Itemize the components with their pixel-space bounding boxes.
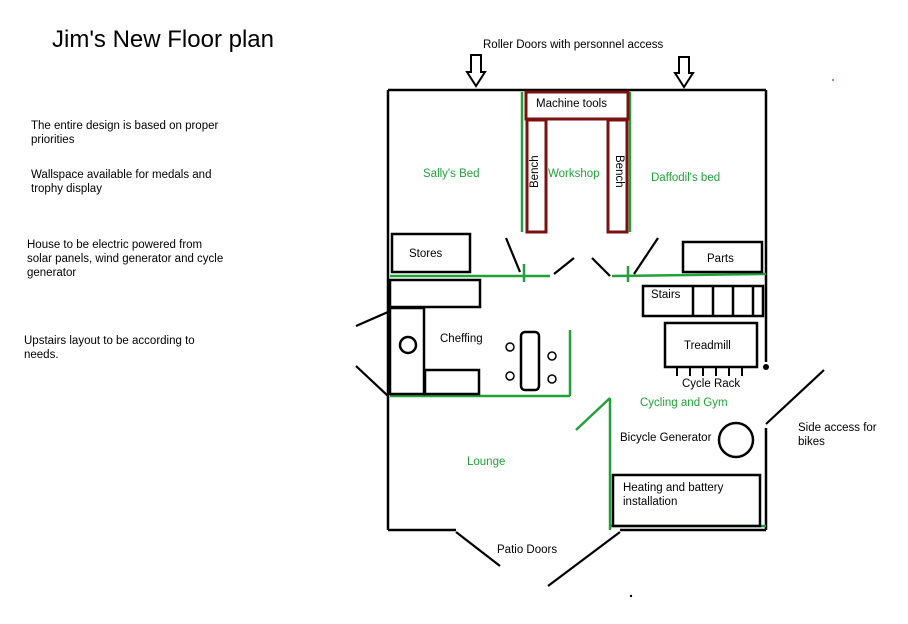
door-swings — [355, 237, 825, 587]
bicycle-generator-wheel — [717, 421, 755, 459]
note-wallspace: Wallspace available for medals and troph… — [31, 169, 212, 195]
treadmill-box — [663, 321, 759, 369]
note-power: House to be electric powered from solar … — [27, 239, 224, 279]
cycle-rack-label: Cycle Rack — [682, 378, 741, 390]
stairs-label: Stairs — [651, 289, 681, 301]
lounge-label: Lounge — [467, 456, 506, 468]
daffodils-bed-label: Daffodil's bed — [651, 172, 721, 184]
stores-label: Stores — [409, 248, 443, 260]
cycling-gym-label: Cycling and Gym — [640, 397, 728, 409]
fixtures — [388, 232, 765, 528]
page-title: Jim's New Floor plan — [52, 26, 274, 53]
bench-left-box — [525, 118, 548, 234]
bicycle-generator-label: Bicycle Generator — [620, 432, 712, 444]
cheffing-label: Cheffing — [440, 333, 483, 345]
heating-label: Heating and battery installation — [623, 482, 724, 508]
outer-walls — [386, 88, 768, 532]
heating-box — [611, 473, 762, 528]
machine-tools-box — [524, 90, 630, 121]
cooktop — [519, 330, 541, 392]
roller-door-arrow-left — [465, 54, 487, 88]
note-upstairs: Upstairs layout to be according to needs… — [24, 335, 195, 361]
patio-doors-label: Patio Doors — [497, 544, 558, 556]
partitions — [390, 92, 767, 530]
roller-doors-label: Roller Doors with personnel access — [483, 39, 664, 51]
bench-right-box — [606, 118, 629, 234]
machine-tools-label: Machine tools — [536, 98, 607, 110]
bench-right-label: Bench — [613, 155, 625, 188]
parts-box — [681, 240, 764, 274]
kitchen-counter-top — [388, 278, 482, 309]
bench-left-label: Bench — [529, 155, 541, 188]
parts-label: Parts — [707, 253, 734, 265]
burners — [505, 342, 557, 384]
cycle-rack-marks — [676, 368, 743, 376]
stores-box — [390, 232, 472, 274]
treadmill-label: Treadmill — [684, 340, 731, 352]
sink — [398, 335, 418, 355]
kitchen-counter-left — [388, 306, 426, 396]
roller-door-arrow-right — [673, 56, 695, 89]
roller-door-arrows — [465, 54, 695, 89]
wall-end-marker — [763, 364, 769, 370]
sallys-bed-label: Sally's Bed — [423, 168, 480, 180]
kitchen-counter-bottom — [423, 368, 481, 396]
side-access-label: Side access for bikes — [798, 422, 877, 448]
workshop-fixtures — [524, 90, 630, 234]
workshop-label: Workshop — [548, 168, 600, 180]
note-priorities: The entire design is based on proper pri… — [31, 120, 219, 146]
stairs-box — [641, 284, 765, 318]
